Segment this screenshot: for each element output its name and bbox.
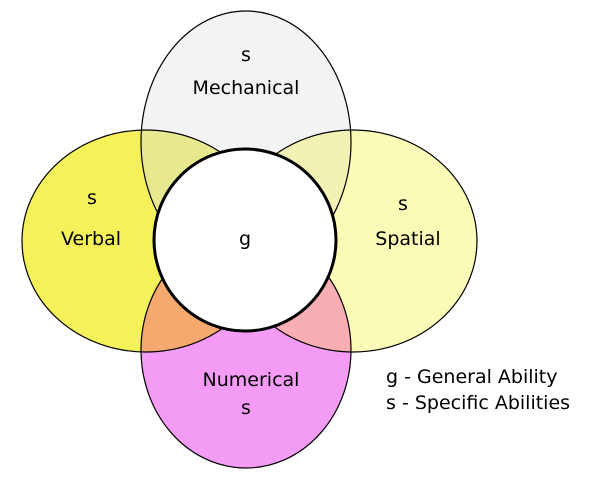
verbal-label: Verbal — [61, 228, 121, 250]
legend: g - General Ability s - Specific Abiliti… — [386, 364, 570, 416]
legend-general-ability: g - General Ability — [386, 366, 558, 388]
spatial-symbol: s — [398, 193, 408, 215]
general-symbol: g — [239, 228, 251, 250]
legend-specific-abilities: s - Specific Abilities — [386, 392, 571, 414]
mechanical-symbol: s — [241, 44, 251, 66]
mechanical-label: Mechanical — [193, 77, 300, 99]
general-ability-circle — [152, 147, 338, 333]
numerical-label: Numerical — [203, 369, 300, 391]
verbal-symbol: s — [87, 187, 97, 209]
numerical-symbol: s — [241, 397, 251, 419]
spatial-label: Spatial — [375, 228, 440, 250]
